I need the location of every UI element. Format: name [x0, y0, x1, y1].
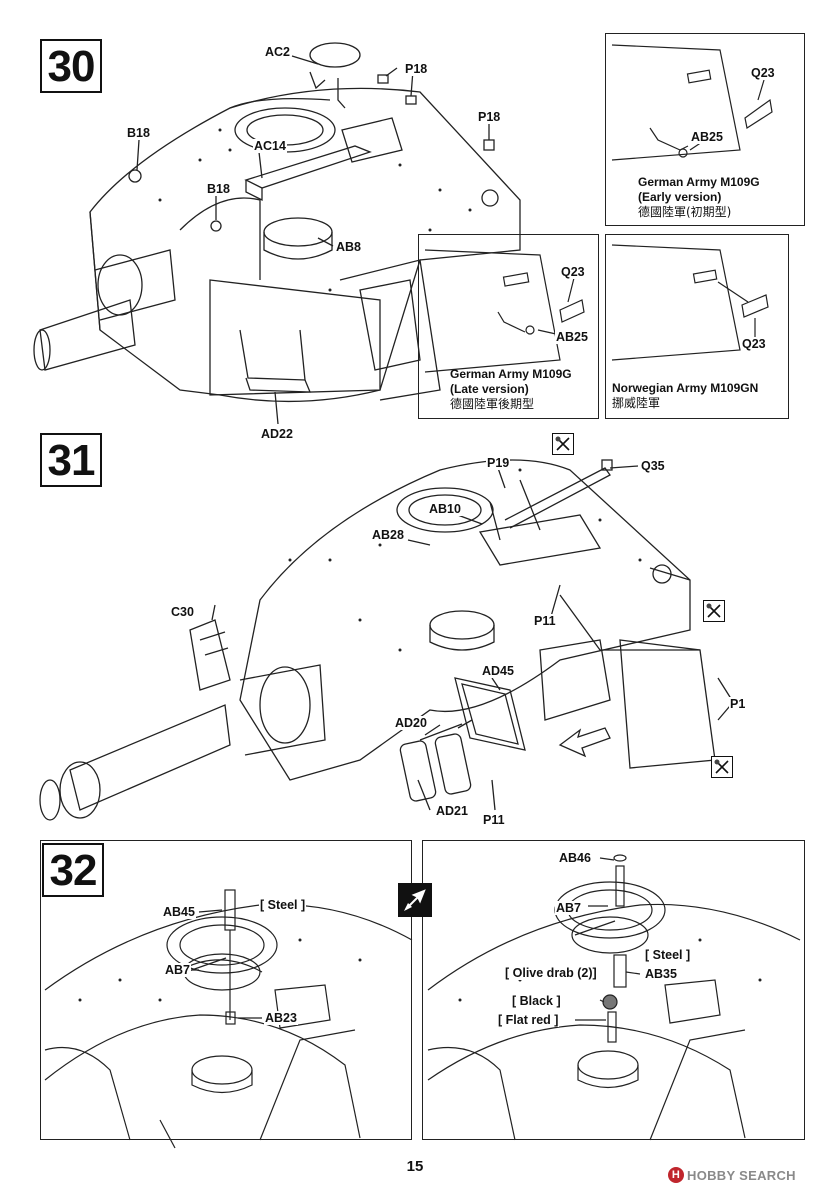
variant-late-caption: German Army M109G (Late version) 德國陸軍後期型	[450, 367, 572, 412]
part-label-p11-lower: P11	[482, 813, 506, 827]
watermark-logo-icon: H	[668, 1167, 684, 1183]
variant-norway-caption: Norwegian Army M109GN 挪威陸軍	[612, 381, 758, 411]
page-number: 15	[406, 1158, 424, 1175]
part-label-ac14: AC14	[253, 139, 287, 153]
part-label-ac2: AC2	[264, 45, 292, 59]
part-label-ab7-left: AB7	[164, 963, 192, 977]
variant-box-norwegian	[605, 234, 789, 419]
before-after-arrow-icon	[398, 883, 432, 917]
variant-late-q23-label: Q23	[560, 265, 586, 279]
part-label-b18-center: B18	[206, 182, 231, 196]
watermark: H HOBBY SEARCH	[668, 1164, 796, 1186]
step-32-panel-right	[422, 840, 805, 1140]
part-label-ab28: AB28	[371, 528, 405, 542]
variant-late-line3: 德國陸軍後期型	[450, 397, 535, 411]
part-label-ad22: AD22	[260, 427, 294, 441]
variant-late-line2: (Late version)	[450, 382, 529, 396]
scissors-cut-icon	[552, 433, 574, 455]
variant-early-caption: German Army M109G (Early version) 德國陸軍(初…	[638, 175, 760, 220]
variant-norway-line1: Norwegian Army M109GN	[612, 381, 759, 395]
variant-early-ab25-label: AB25	[690, 130, 724, 144]
paint-label-olive-drab: [ Olive drab (2)]	[504, 966, 598, 980]
part-label-ad45: AD45	[481, 664, 515, 678]
paint-label-flat-red: [ Flat red ]	[497, 1013, 560, 1027]
variant-early-line2: (Early version)	[638, 190, 722, 204]
part-label-ab46: AB46	[558, 851, 592, 865]
step-31-number: 31	[40, 433, 102, 487]
variant-early-q23-label: Q23	[750, 66, 776, 80]
scissors-cut-icon	[703, 600, 725, 622]
part-label-ab23: AB23	[264, 1011, 298, 1025]
step-32-panel-left	[40, 840, 412, 1140]
variant-early-line1: German Army M109G	[638, 175, 760, 189]
part-label-ad21: AD21	[435, 804, 469, 818]
part-label-p18-right: P18	[477, 110, 502, 124]
variant-norway-line2: 挪威陸軍	[612, 396, 661, 410]
part-label-ab8: AB8	[335, 240, 363, 254]
variant-box-german-late	[418, 234, 599, 419]
paint-label-steel-right: [ Steel ]	[644, 948, 692, 962]
part-label-p19: P19	[486, 456, 511, 470]
part-label-ab35: AB35	[644, 967, 678, 981]
part-label-p11-upper: P11	[533, 614, 557, 628]
variant-late-line1: German Army M109G	[450, 367, 572, 381]
part-label-q35: Q35	[640, 459, 666, 473]
variant-late-ab25-label: AB25	[555, 330, 589, 344]
step-30-number: 30	[40, 39, 102, 93]
step-32-number: 32	[42, 843, 104, 897]
part-label-p18-top: P18	[404, 62, 429, 76]
variant-norway-q23-label: Q23	[741, 337, 767, 351]
part-label-ab7-right: AB7	[555, 901, 583, 915]
part-label-p1: P1	[729, 697, 747, 711]
part-label-ab45: AB45	[162, 905, 196, 919]
part-label-ab10: AB10	[428, 502, 462, 516]
scissors-cut-icon	[711, 756, 733, 778]
variant-early-line3: 德國陸軍(初期型)	[638, 205, 732, 219]
variant-box-german-early	[605, 33, 805, 226]
part-label-b18-left: B18	[126, 126, 151, 140]
part-label-c30: C30	[170, 605, 195, 619]
part-label-ad20: AD20	[394, 716, 428, 730]
paint-label-black: [ Black ]	[511, 994, 562, 1008]
step-30-panel	[38, 22, 805, 427]
watermark-text: HOBBY SEARCH	[687, 1167, 796, 1183]
paint-label-steel-left: [ Steel ]	[259, 898, 307, 912]
